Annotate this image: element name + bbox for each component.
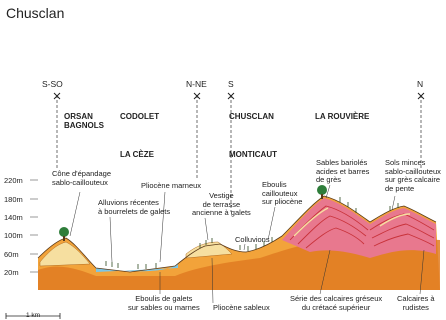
scale-bar (5, 313, 61, 319)
annotation-sables-bariolés: Sables bariolés acides et barres de grès (316, 158, 370, 184)
annotation-cone: Cône d'épandage sablo-caillouteux (52, 169, 111, 187)
cone-epandage (39, 241, 91, 267)
altitude-ticks (30, 179, 38, 273)
orange-dark-band (38, 239, 440, 290)
vegetation (59, 185, 327, 241)
altitude-label: 20m (4, 268, 19, 277)
place-monticaut: MONTICAUT (229, 150, 277, 159)
scale-bar-label: 1 km (26, 312, 41, 319)
place-codolet: CODOLET (120, 112, 160, 121)
annotation-calcaires-rudistes: Calcaires à rudistes (397, 294, 435, 312)
altitude-label: 60m (4, 250, 19, 259)
ground-surface (37, 195, 437, 273)
cretaceous-strata-pink (282, 198, 436, 258)
direction-lines (56, 95, 422, 212)
place-la-ceze: LA CÈZE (120, 150, 154, 159)
direction-n-ne: N-NE (186, 79, 207, 89)
diagram-title: Chusclan (6, 5, 65, 21)
altitude-label: 100m (4, 231, 23, 240)
altitude-label: 220m (4, 176, 23, 185)
place-la-rouviere: LA ROUVIÈRE (315, 112, 370, 121)
annotation-pliocene-marneux: Pliocène marneux (141, 181, 202, 190)
annotation-pliocene-sableux: Pliocène sableux (213, 303, 270, 312)
altitude-label: 140m (4, 213, 23, 222)
annotation-vestige: Vestige de terrasse ancienne à galets (192, 191, 251, 217)
place-chusclan: CHUSCLAN (229, 112, 274, 121)
direction-markers (53, 92, 425, 100)
annotation-eboulis-galets: Eboulis de galets sur sables ou marnes (128, 294, 200, 312)
alluvial-basin-water (96, 264, 178, 272)
terrace-vestige (185, 241, 233, 259)
annotation-colluvions: Colluvions (235, 235, 270, 244)
altitude-label: 180m (4, 195, 23, 204)
vines (105, 197, 399, 269)
direction-n: N (417, 79, 424, 89)
place-orsan-bagnols: ORSAN BAGNOLS (64, 112, 104, 130)
sandstone-bars (293, 207, 411, 237)
annotation-alluvions: Alluvions récentes à bourrelets de galet… (98, 198, 171, 216)
annotation-sols-minces: Sols minces sablo-caillouteux sur grès c… (385, 158, 441, 193)
annotation-leaders (69, 184, 425, 304)
annotation-serie-calcaires: Série des calcaires gréseux du crétacé s… (290, 294, 383, 312)
annotation-eboulis-caillouteux: Eboulis caillouteux sur pliocène (262, 180, 303, 206)
direction-s-so: S-SO (42, 79, 63, 89)
direction-s: S (228, 79, 234, 89)
